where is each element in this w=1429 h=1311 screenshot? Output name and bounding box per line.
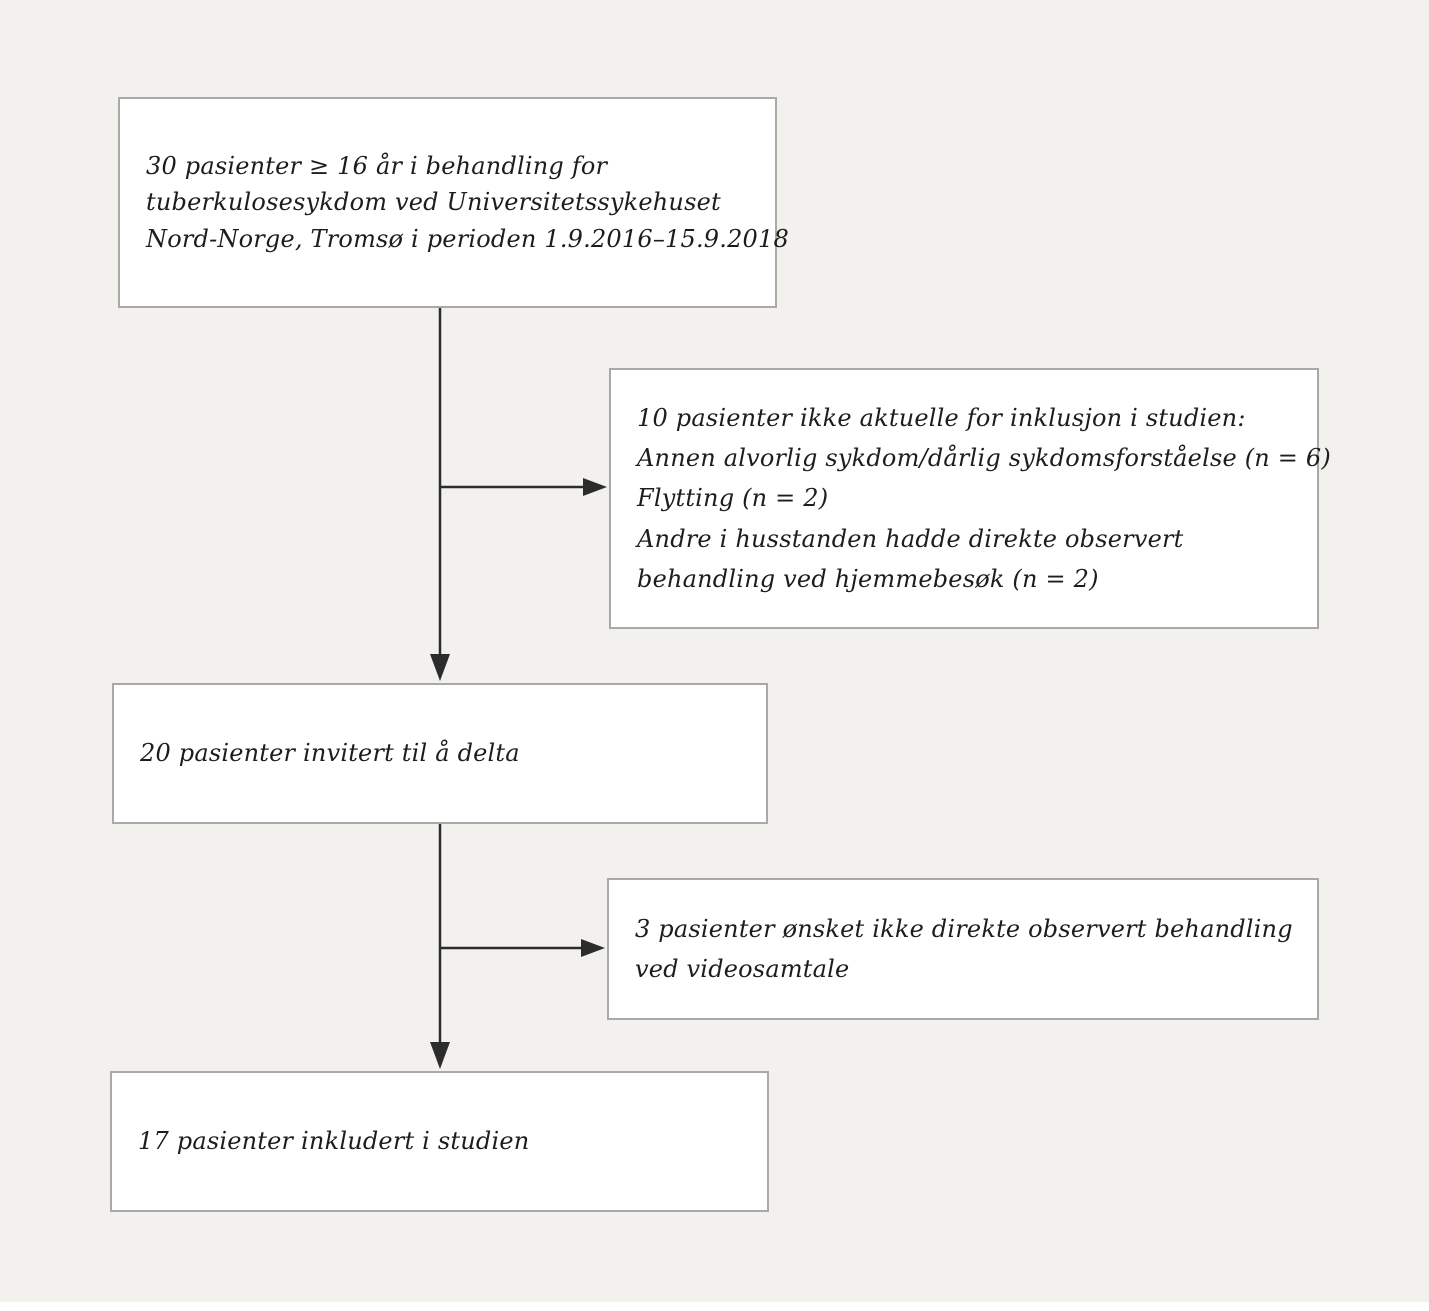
exclusion-box-declined-line-2: ved videosamtale <box>635 955 850 983</box>
flow-box-eligible-line-2: tuberkulosesykdom ved Universitetssykehu… <box>146 188 721 217</box>
flow-box-eligible-line-3: Nord-Norge, Tromsø i perioden 1.9.2016–1… <box>146 224 789 253</box>
arrow-branch-to-declined <box>440 939 605 957</box>
exclusion-box-not-eligible-line-4: Andre i husstanden hadde direkte observe… <box>637 524 1184 553</box>
exclusion-box-not-eligible-line-3: Flytting (n = 2) <box>637 484 829 513</box>
flow-box-included-line-1: 17 pasienter inkludert i studien <box>138 1127 530 1156</box>
arrow-down-to-invited <box>430 308 450 681</box>
exclusion-box-not-eligible: 10 pasienter ikke aktuelle for inklusjon… <box>609 368 1331 629</box>
flow-box-included: 17 pasienter inkludert i studien <box>110 1071 769 1212</box>
arrow-down-to-included <box>430 824 450 1069</box>
bottom-margin-strip <box>0 1302 1429 1311</box>
flow-box-eligible-line-1: 30 pasienter ≥ 16 år i behandling for <box>146 151 608 180</box>
exclusion-box-not-eligible-line-5: behandling ved hjemmebesøk (n = 2) <box>637 564 1099 593</box>
flow-box-invited: 20 pasienter invitert til å delta <box>112 683 768 824</box>
exclusion-box-declined-line-1: 3 pasienter ønsket ikke direkte observer… <box>635 914 1293 943</box>
arrow-branch-to-not-eligible <box>440 478 607 496</box>
flow-box-invited-line-1: 20 pasienter invitert til å delta <box>140 739 520 768</box>
exclusion-box-not-eligible-line-1: 10 pasienter ikke aktuelle for inklusjon… <box>637 403 1246 432</box>
exclusion-box-not-eligible-line-2: Annen alvorlig sykdom/dårlig sykdomsfors… <box>637 444 1331 473</box>
exclusion-box-declined: 3 pasienter ønsket ikke direkte observer… <box>607 878 1319 1020</box>
flow-box-eligible: 30 pasienter ≥ 16 år i behandling for tu… <box>118 97 789 308</box>
